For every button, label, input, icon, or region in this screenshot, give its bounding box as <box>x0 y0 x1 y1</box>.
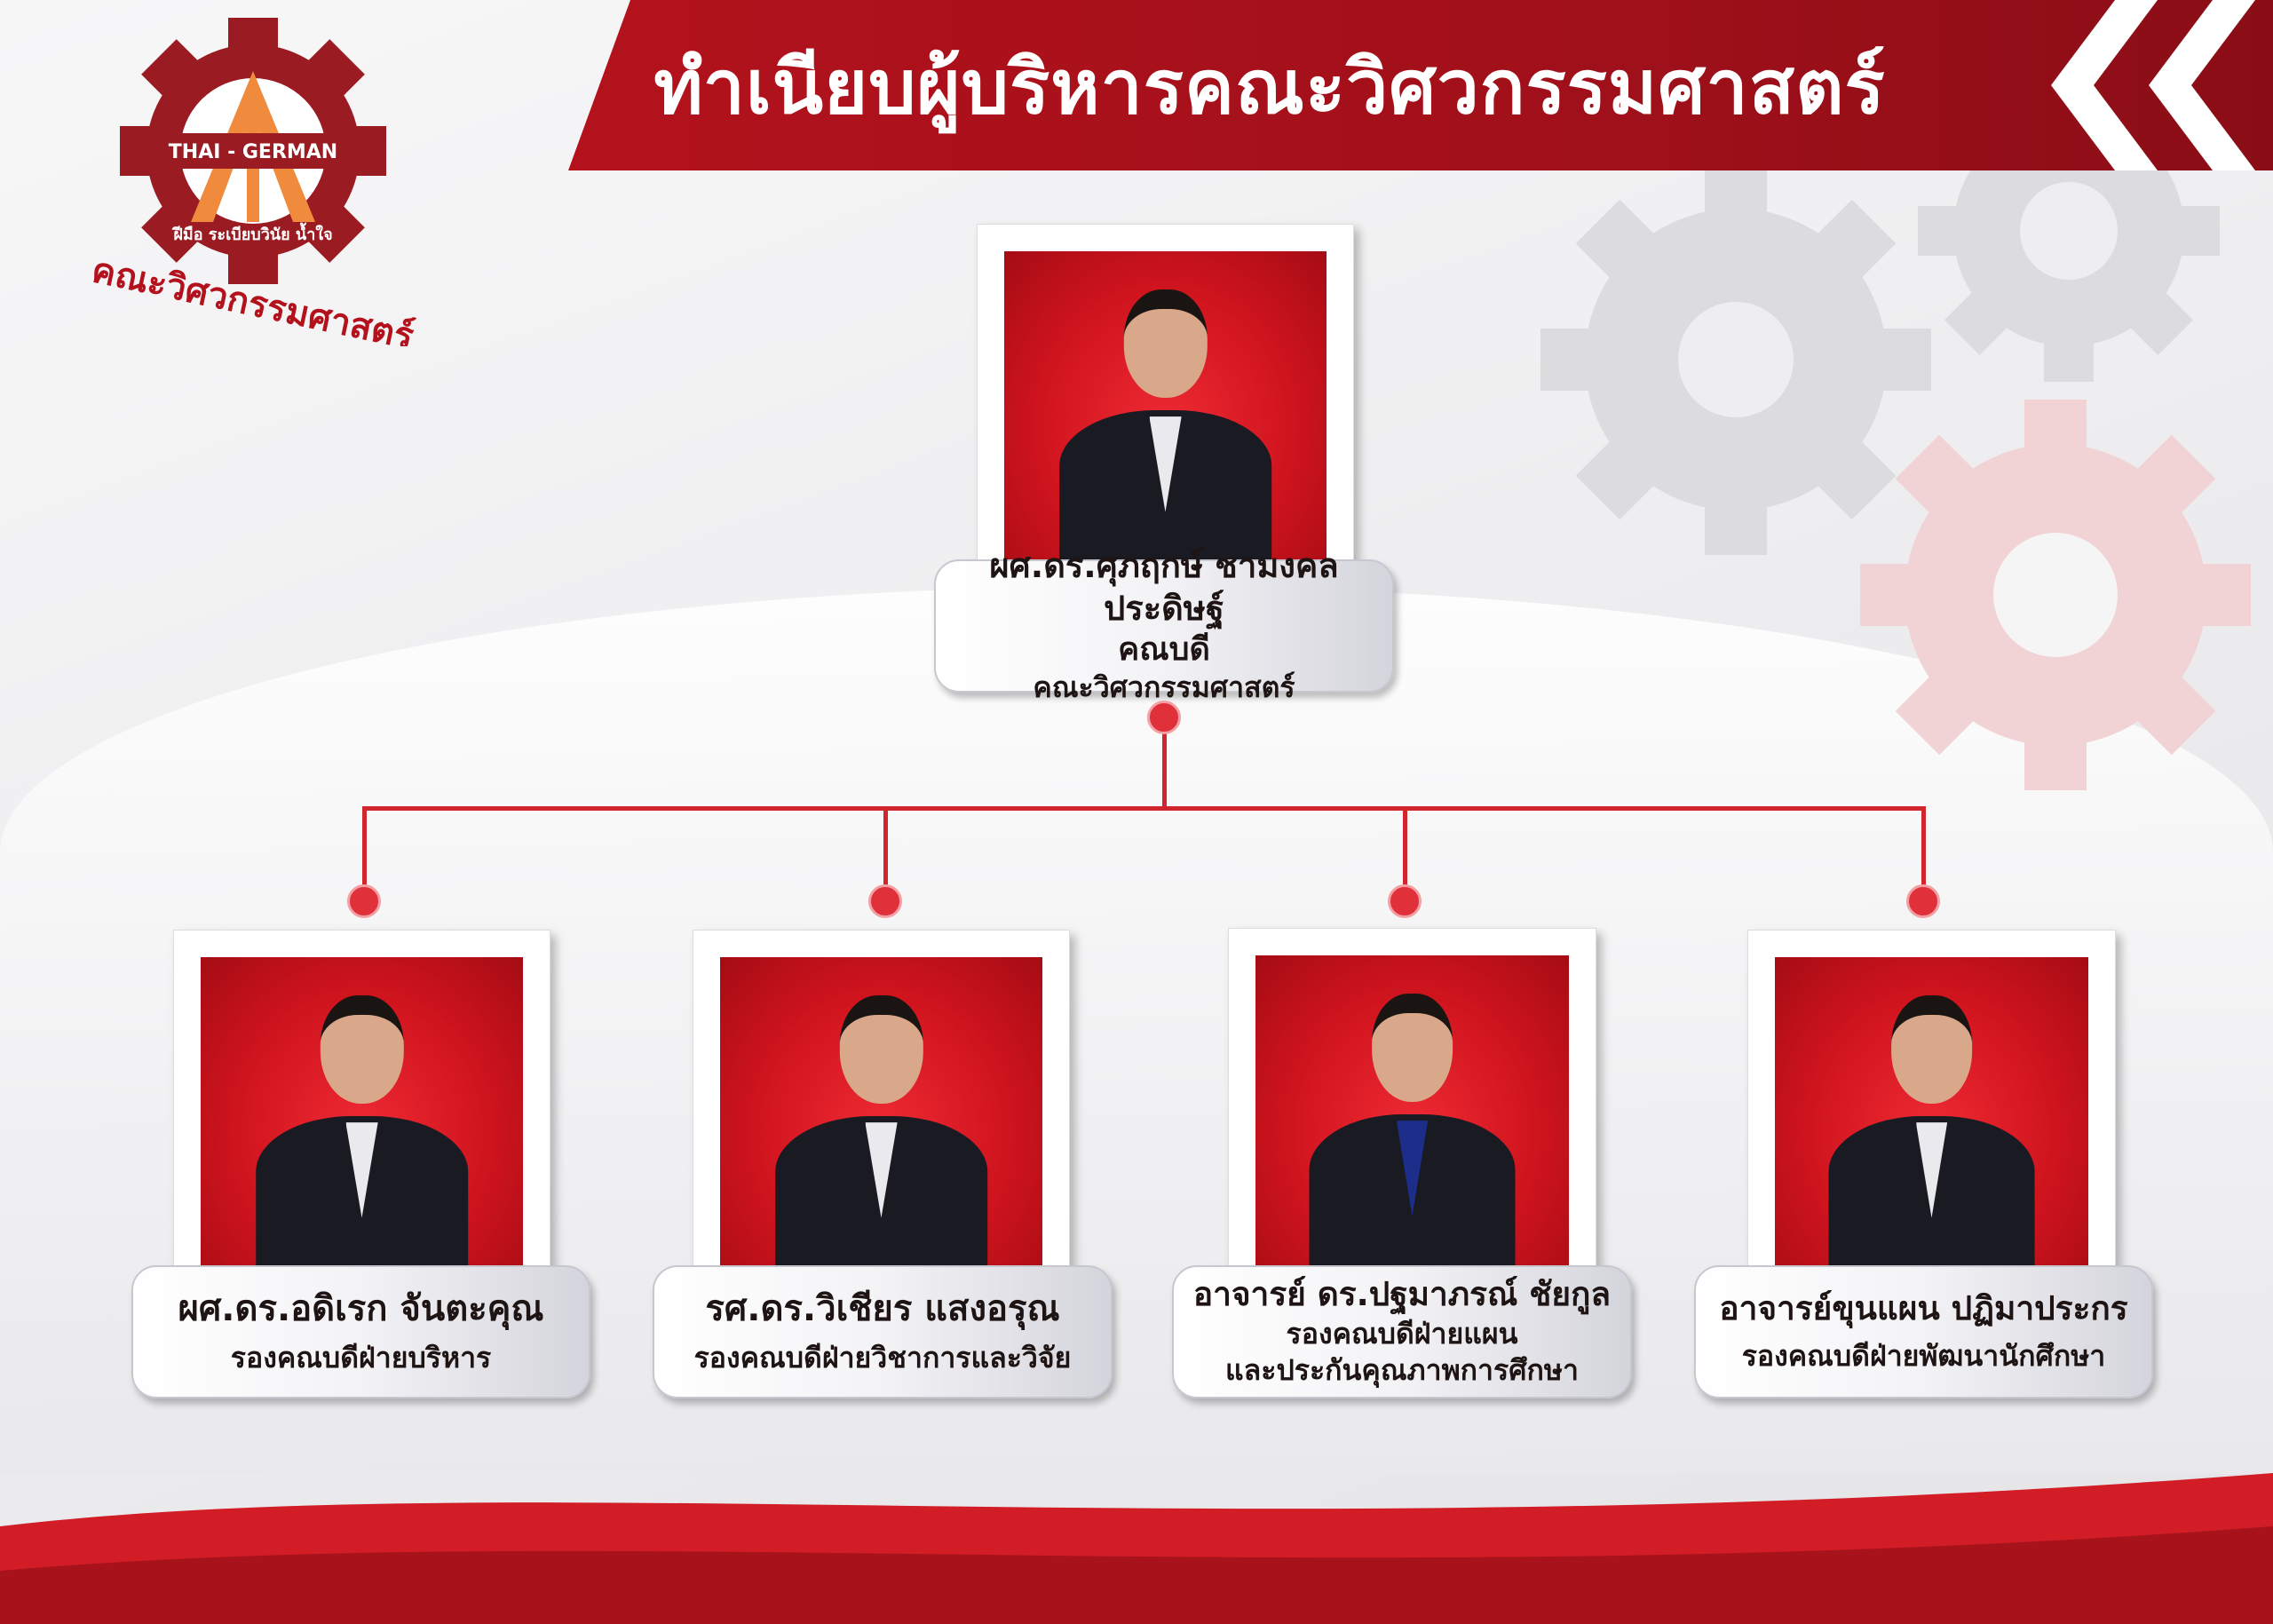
deputy-name: รศ.ดร.วิเชียร แสงอรุณ <box>705 1288 1060 1330</box>
connector-line <box>1921 806 1926 901</box>
connector-dot <box>1906 884 1940 918</box>
deputy-card: อาจารย์ขุนแผน ปฏิมาประกร รองคณบดีฝ่ายพัฒ… <box>1694 1265 2153 1398</box>
connector-line <box>362 806 367 901</box>
deputy-role: รองคณบดีฝ่ายแผน <box>1286 1316 1518 1351</box>
deputy-photo <box>1228 928 1596 1274</box>
deputy-photo <box>1747 930 2116 1276</box>
deputy-role-line2: และประกันคุณภาพการศึกษา <box>1225 1353 1579 1388</box>
deputy-role: รองคณบดีฝ่ายบริหาร <box>230 1341 492 1375</box>
connector-line <box>1162 717 1167 810</box>
deputy-role: รองคณบดีฝ่ายพัฒนานักศึกษา <box>1741 1339 2106 1374</box>
deputy-photo <box>693 930 1070 1276</box>
dean-photo <box>977 224 1354 570</box>
deputy-name: อาจารย์ขุนแผน ปฏิมาประกร <box>1719 1289 2128 1328</box>
deputy-name: ผศ.ดร.อดิเรก จันตะคุณ <box>178 1288 544 1330</box>
dean-name: ผศ.ดร.ศุภฤกษ์ ชามงคลประดิษฐ์ <box>989 546 1339 628</box>
deputy-card: อาจารย์ ดร.ปฐมาภรณ์ ชัยกูล รองคณบดีฝ่ายแ… <box>1172 1265 1632 1398</box>
dean-card: ผศ.ดร.ศุภฤกษ์ ชามงคลประดิษฐ์ คณบดี คณะวิ… <box>934 546 1394 704</box>
title-banner <box>568 0 2273 170</box>
connector-dot <box>868 884 902 918</box>
faculty-logo: THAI - GERMAN ฝีมือ ระเบียบวินัย น้ำใจ ค… <box>84 18 422 358</box>
deputy-photo <box>173 930 550 1276</box>
connector-line <box>1403 806 1407 901</box>
connector-line <box>883 806 888 901</box>
dean-role: คณบดี <box>1118 631 1210 669</box>
logo-band-text: THAI - GERMAN <box>169 141 337 163</box>
connector-dot <box>1388 884 1422 918</box>
deputy-role: รองคณบดีฝ่ายวิชาการและวิจัย <box>693 1341 1072 1375</box>
connector-dot <box>1147 701 1181 734</box>
deputy-card: รศ.ดร.วิเชียร แสงอรุณ รองคณบดีฝ่ายวิชากา… <box>653 1265 1113 1398</box>
logo-motto: ฝีมือ ระเบียบวินัย น้ำใจ <box>171 222 333 244</box>
dean-unit: คณะวิศวกรรมศาสตร์ <box>1033 670 1295 705</box>
gears-decoration <box>1540 160 2251 790</box>
connector-line <box>362 806 1925 811</box>
connector-dot <box>347 884 381 918</box>
deputy-name: อาจารย์ ดร.ปฐมาภรณ์ ชัยกูล <box>1192 1275 1612 1314</box>
deputy-card: ผศ.ดร.อดิเรก จันตะคุณ รองคณบดีฝ่ายบริหาร <box>131 1265 590 1398</box>
bottom-wave <box>0 1473 2273 1624</box>
page-title: ทำเนียบผู้บริหารคณะวิศวกรรมศาสตร์ <box>653 44 1886 131</box>
